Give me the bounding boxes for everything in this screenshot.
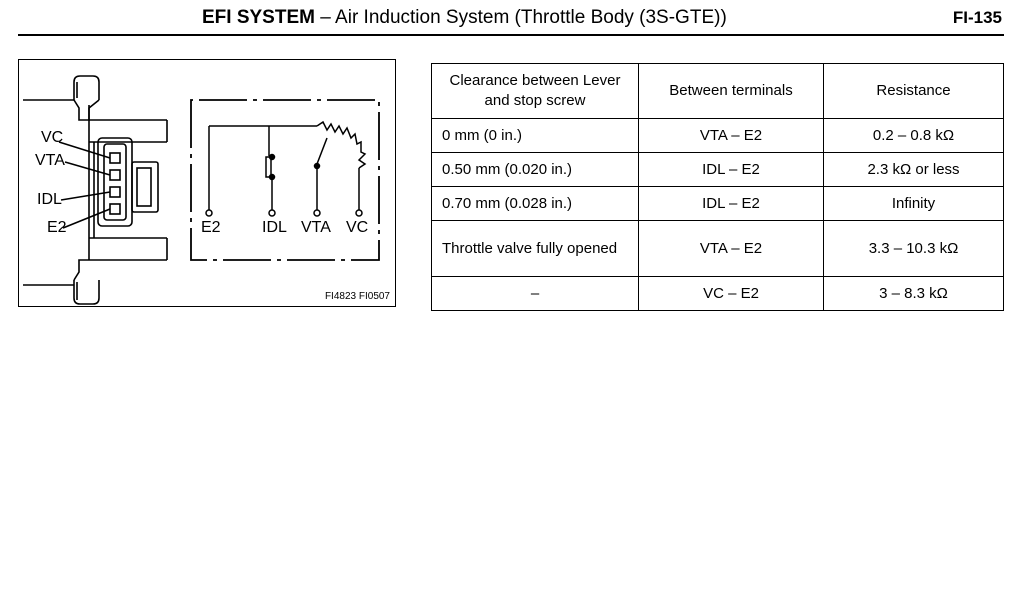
cell-terminals: IDL – E2 [638, 152, 824, 187]
circuit-label-idl: IDL [262, 219, 287, 236]
cell-resistance: 0.2 – 0.8 kΩ [823, 118, 1004, 153]
table-row: 0.70 mm (0.028 in.) IDL – E2 Infinity [431, 186, 1004, 221]
table-row: – VC – E2 3 – 8.3 kΩ [431, 276, 1004, 311]
page-number: FI-135 [952, 8, 1002, 27]
connector-label-vc: VC [41, 129, 64, 146]
connector-label-e2: E2 [47, 219, 67, 236]
header-rule [18, 34, 1004, 36]
cell-terminals: VTA – E2 [638, 220, 824, 277]
throttle-sensor-figure: VC VTA IDL E2 E2 IDL VTA VC FI4823 FI050… [18, 59, 396, 307]
circuit-schematic [205, 120, 367, 217]
header-terminals: Between terminals [638, 63, 824, 119]
cell-clearance: 0.70 mm (0.028 in.) [431, 186, 639, 221]
header-resistance: Resistance [823, 63, 1004, 119]
page-header: EFI SYSTEM – Air Induction System (Throt… [0, 0, 1016, 36]
table-row: Throttle valve fully opened VTA – E2 3.3… [431, 220, 1004, 277]
connector-label-idl: IDL [37, 191, 62, 208]
cell-terminals: VTA – E2 [638, 118, 824, 153]
cell-resistance: 3 – 8.3 kΩ [823, 276, 1004, 311]
cell-resistance: 3.3 – 10.3 kΩ [823, 220, 1004, 277]
circuit-label-vta: VTA [301, 219, 331, 236]
section-title: EFI SYSTEM [202, 7, 315, 28]
cell-terminals: VC – E2 [638, 276, 824, 311]
page-title: EFI SYSTEM – Air Induction System (Throt… [202, 7, 727, 29]
cell-resistance: 2.3 kΩ or less [823, 152, 1004, 187]
table-row: 0 mm (0 in.) VTA – E2 0.2 – 0.8 kΩ [431, 118, 1004, 153]
cell-terminals: IDL – E2 [638, 186, 824, 221]
connector-label-vta: VTA [35, 152, 65, 169]
table-header-row: Clearance between Lever and stop screw B… [431, 63, 1004, 119]
resistance-spec-table: Clearance between Lever and stop screw B… [431, 63, 1004, 311]
cell-clearance: Throttle valve fully opened [431, 220, 639, 277]
figure-code: FI4823 FI0507 [324, 291, 390, 302]
sensor-body-drawing [23, 75, 168, 305]
table-row: 0.50 mm (0.020 in.) IDL – E2 2.3 kΩ or l… [431, 152, 1004, 187]
sensor-diagram-illustration [23, 75, 380, 305]
cell-clearance: 0 mm (0 in.) [431, 118, 639, 153]
cell-clearance: 0.50 mm (0.020 in.) [431, 152, 639, 187]
circuit-label-vc: VC [346, 219, 369, 236]
subsection-title: – Air Induction System (Throttle Body (3… [314, 7, 727, 28]
cell-clearance: – [431, 276, 639, 311]
circuit-frame-drawing [190, 99, 380, 261]
circuit-label-e2: E2 [201, 219, 221, 236]
cell-resistance: Infinity [823, 186, 1004, 221]
header-clearance: Clearance between Lever and stop screw [431, 63, 639, 119]
